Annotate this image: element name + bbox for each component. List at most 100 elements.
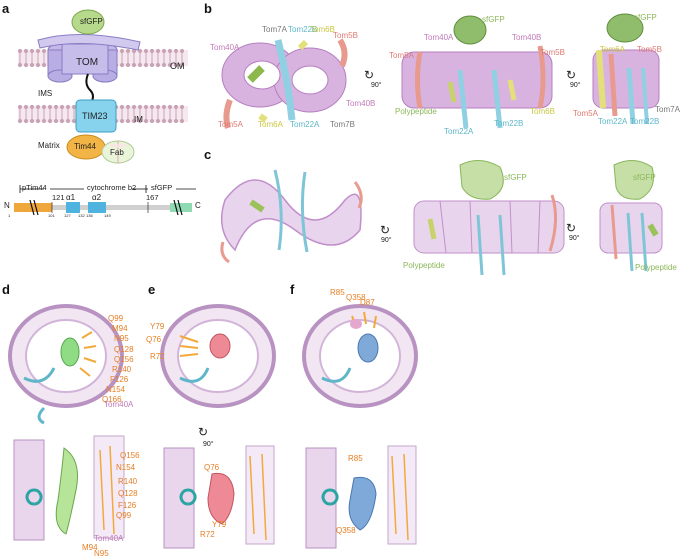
- b1-tom7b: Tom7B: [330, 120, 355, 129]
- b1-tom6a: Tom6A: [258, 120, 283, 129]
- construct-alpha1-label: α1: [66, 193, 76, 202]
- tim23-shape: [75, 99, 117, 133]
- residue-label: R72: [200, 530, 215, 539]
- tom-density-end-view: [592, 13, 660, 125]
- schematic-ims-label: IMS: [38, 89, 53, 98]
- b-rotate-icon-2: ↻: [566, 68, 577, 82]
- b1-tom5a: Tom5A: [218, 120, 243, 129]
- construct-tick-149: 149: [104, 213, 111, 218]
- e-rotate-icon: ↻: [198, 425, 209, 439]
- d-top-tom40a: Tom40A: [104, 400, 134, 409]
- b3-tom7a: Tom7A: [655, 105, 680, 114]
- residue-label: Q76: [204, 463, 220, 472]
- fab-shape: [101, 140, 135, 164]
- residue-label: Q358: [346, 293, 366, 302]
- schematic-sfgfp-label: sfGFP: [80, 17, 103, 26]
- schematic-matrix-label: Matrix: [38, 141, 60, 150]
- alpha2-helix: [88, 202, 106, 213]
- c-rotate-label-2: 90°: [569, 235, 580, 242]
- construct-sfgfp-label: sfGFP: [151, 183, 173, 192]
- construct-tick-1: 1: [8, 213, 11, 218]
- residue-label: D87: [360, 298, 375, 307]
- residue-label: R85: [330, 288, 345, 297]
- residue-label: Y79: [212, 520, 227, 529]
- residue-label: R85: [348, 454, 363, 463]
- b2-tom5a: Tom5A: [389, 51, 414, 60]
- construct-ptim44-label: pTim44: [22, 183, 47, 192]
- b2-polypeptide: Polypeptide: [395, 107, 437, 116]
- residue-label: M94: [112, 324, 128, 333]
- d-side-tom40a: Tom40A: [94, 534, 124, 543]
- construct-diagram: [14, 185, 196, 216]
- e-barrel-top-view: [160, 304, 276, 408]
- residue-label: R140: [112, 365, 132, 374]
- tom-ribbon-top-view: [220, 169, 363, 264]
- residue-label: N154: [106, 385, 126, 394]
- panel-label-a: a: [2, 1, 10, 16]
- cytochrome-segment: [52, 205, 170, 210]
- construct-alpha2-label: α2: [92, 193, 102, 202]
- b2-tom22a: Tom22A: [444, 127, 474, 136]
- schematic-im-label: IM: [134, 115, 143, 124]
- b2-tom40a: Tom40A: [424, 33, 454, 42]
- b1-tom22b: Tom22B: [288, 25, 318, 34]
- b2-tom6b: Tom6B: [530, 107, 555, 116]
- construct-tick-127: 127: [64, 213, 71, 218]
- f-barrel-side-view: [305, 445, 417, 549]
- membrane-schematic: [17, 9, 188, 164]
- construct-121-label: 121: [52, 193, 65, 202]
- c1-sfgfp: sfGFP: [504, 173, 527, 182]
- b-rotate-label-2: 90°: [570, 82, 581, 89]
- b1-tom7a: Tom7A: [262, 25, 287, 34]
- c2-polypeptide: Polypeptide: [635, 263, 677, 272]
- tom-ribbon-end-view: [599, 160, 663, 272]
- b1-tom22a: Tom22A: [290, 120, 320, 129]
- b-rotate-label-1: 90°: [371, 82, 382, 89]
- b2-tom40b: Tom40B: [512, 33, 542, 42]
- schematic-tim23-label: TIM23: [82, 111, 108, 121]
- b-rotate-icon-1: ↻: [364, 68, 375, 82]
- residue-label: Q166: [102, 395, 122, 404]
- b2-sfgfp: sfGFP: [482, 15, 505, 24]
- construct-tick-136: 136: [86, 213, 93, 218]
- b3-tom6a: Tom6A: [600, 45, 625, 54]
- c1-polypeptide: Polypeptide: [403, 261, 445, 270]
- residue-label: N154: [116, 463, 136, 472]
- construct-n-label: N: [4, 201, 10, 210]
- residue-label: Q99: [108, 314, 124, 323]
- ptim44-segment: [14, 203, 52, 212]
- schematic-tom-label: TOM: [76, 57, 99, 68]
- schematic-om-label: OM: [170, 61, 185, 71]
- schematic-fab-label: Fab: [110, 148, 124, 157]
- construct-167-label: 167: [146, 193, 159, 202]
- panel-label-b: b: [204, 1, 212, 16]
- b2-tom22b: Tom22B: [494, 119, 524, 128]
- construct-cytochrome-label: cytochrome b2: [87, 183, 137, 192]
- c2-sfgfp: sfGFP: [633, 173, 656, 182]
- residue-label: R140: [118, 477, 138, 486]
- tom-density-side-view: [401, 15, 553, 129]
- b3-tom5a: Tom5A: [573, 109, 598, 118]
- residue-label: Q99: [116, 511, 132, 520]
- b1-tom5b: Tom5B: [333, 31, 358, 40]
- d-barrel-top-view: [8, 304, 124, 425]
- b1-tom6b: Tom6B: [310, 25, 335, 34]
- construct-tick-101: 101: [48, 213, 55, 218]
- c-rotate-label-1: 90°: [381, 237, 392, 244]
- panel-label-c: c: [204, 147, 212, 162]
- tom-ribbon-side-view: [413, 160, 565, 276]
- sfgfp-blob: [71, 9, 105, 35]
- residue-label: Q156: [120, 451, 140, 460]
- residue-label: Q128: [118, 489, 138, 498]
- residue-label: N95: [114, 334, 129, 343]
- alpha1-helix: [66, 202, 80, 213]
- construct-tick-132: 132: [78, 213, 85, 218]
- tom-density-top-view: [221, 38, 348, 129]
- e-barrel-side-view: [163, 445, 275, 549]
- panel-label-e: e: [148, 282, 156, 297]
- f-barrel-top-view: [302, 304, 418, 408]
- residue-label: F126: [110, 375, 129, 384]
- panel-label-f: f: [290, 282, 295, 297]
- residue-label: Q156: [114, 355, 134, 364]
- schematic-tim44-label: Tim44: [74, 142, 96, 151]
